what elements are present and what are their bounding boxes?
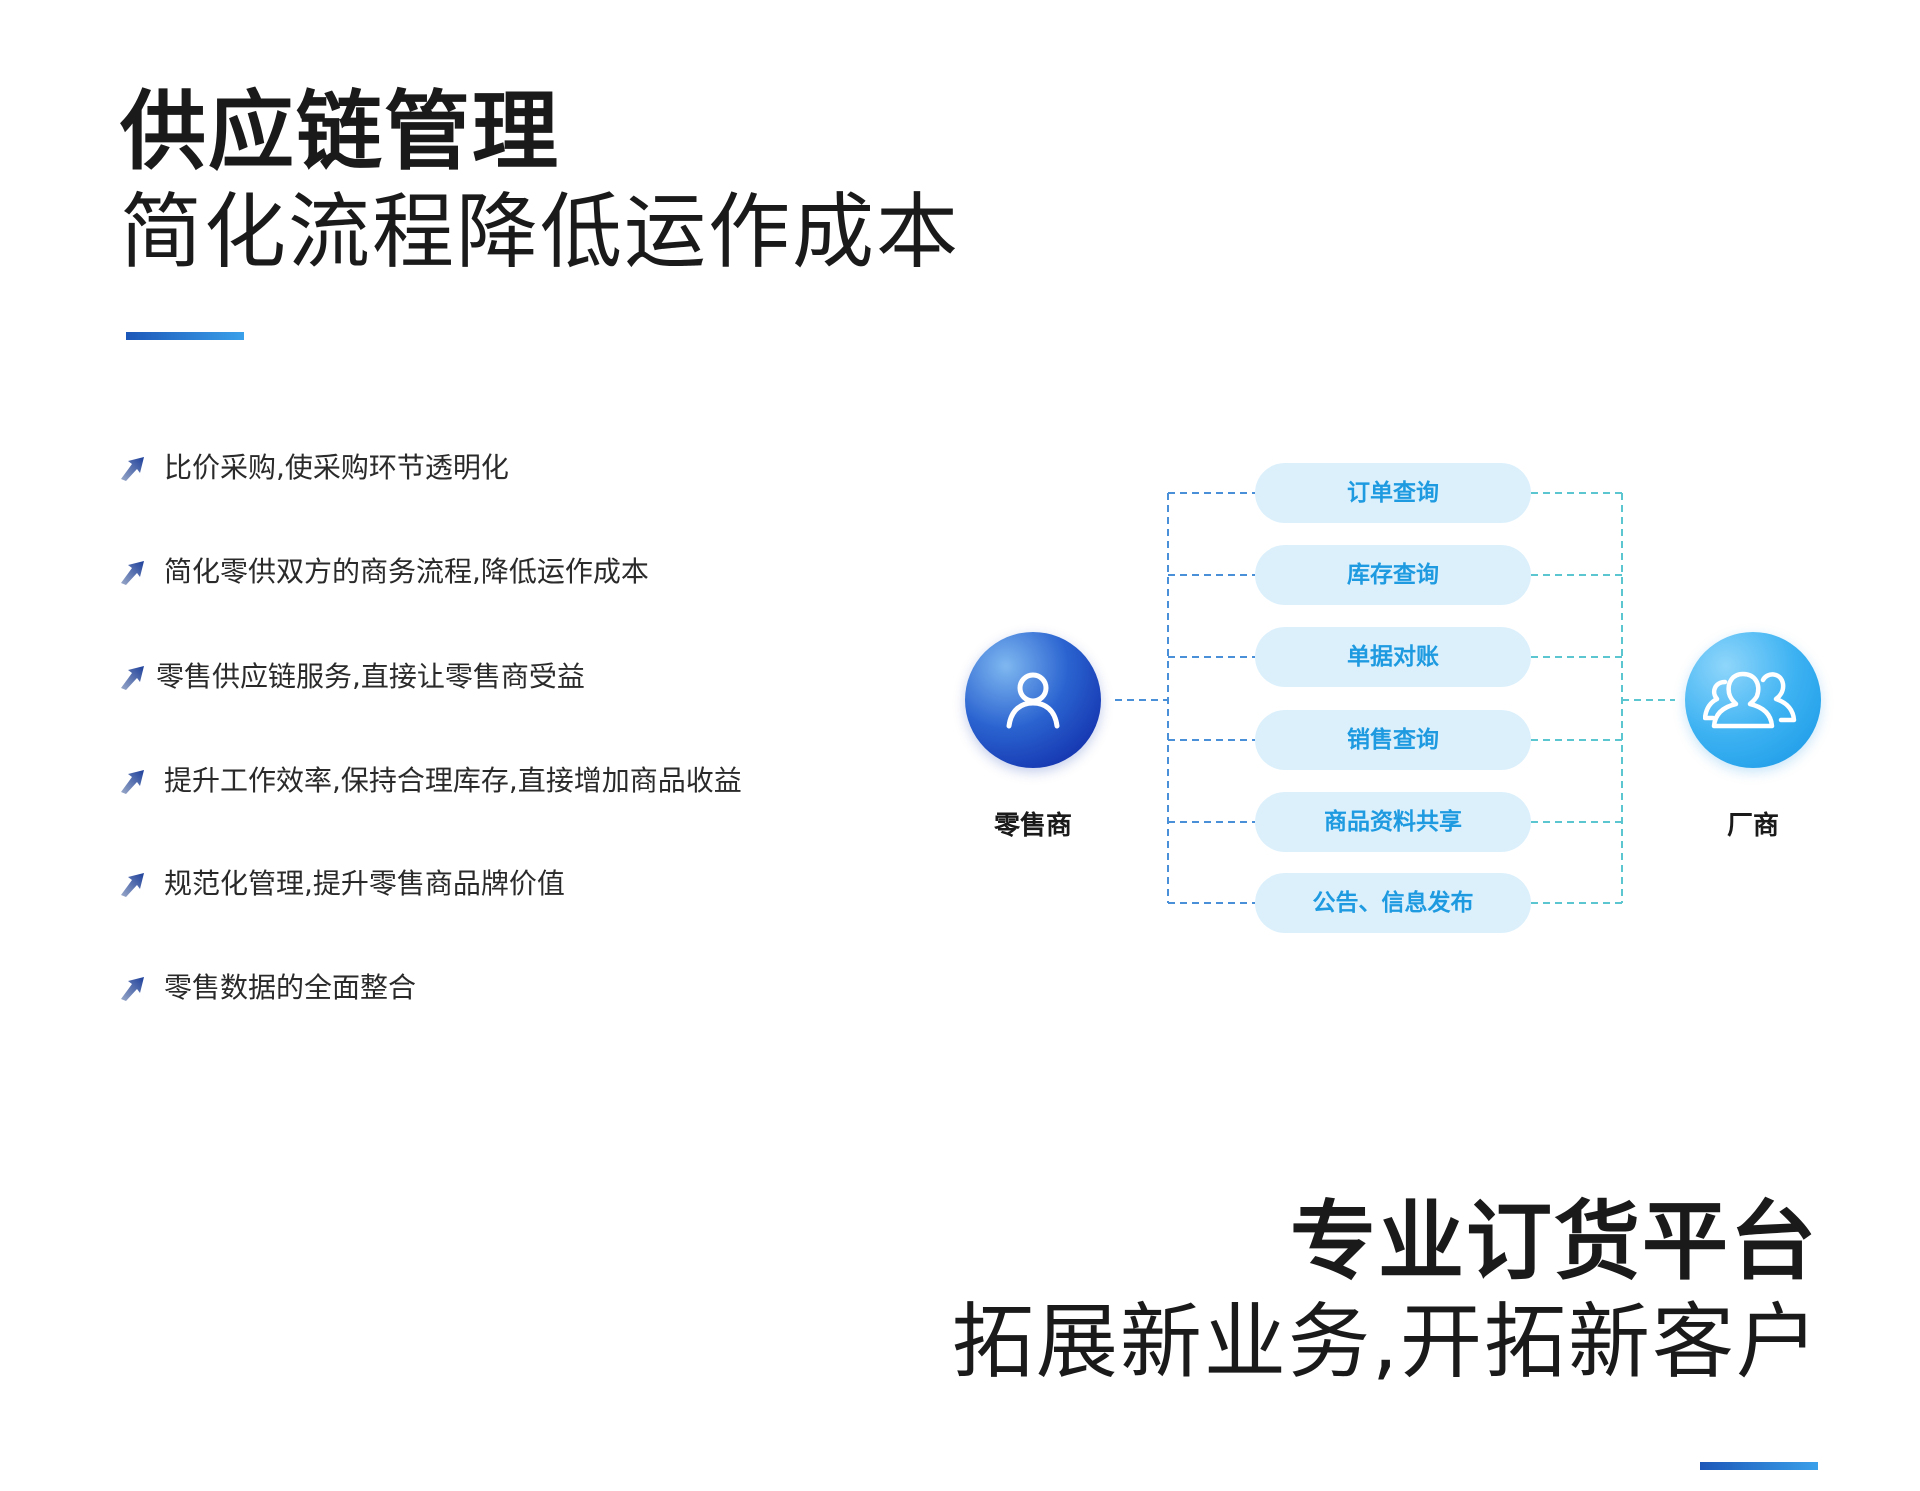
vendor-node bbox=[1685, 632, 1821, 768]
page-title: 供应链管理 bbox=[120, 82, 560, 182]
pill-sales-query: 销售查询 bbox=[1255, 710, 1531, 770]
pill-announcement: 公告、信息发布 bbox=[1255, 873, 1531, 933]
feature-text: 规范化管理,提升零售商品牌价值 bbox=[164, 867, 565, 900]
vendor-label: 厂商 bbox=[1726, 811, 1779, 841]
retailer-node bbox=[965, 632, 1101, 768]
pill-product-sharing: 商品资料共享 bbox=[1255, 792, 1531, 852]
feature-item: 零售供应链服务,直接让零售商受益 bbox=[118, 657, 585, 697]
arrow-up-right-icon bbox=[121, 873, 144, 897]
feature-text: 零售数据的全面整合 bbox=[164, 971, 417, 1004]
feature-item: 简化零供双方的商务流程,降低运作成本 bbox=[118, 552, 649, 592]
section2-subtitle: 拓展新业务,开拓新客户 bbox=[951, 1295, 1820, 1390]
supply-chain-diagram: 零售商 订单查询 库存查询 单据对账 销售查询 商品资料共享 公告、信息发布 厂… bbox=[955, 455, 1835, 945]
feature-item: 提升工作效率,保持合理库存,直接增加商品收益 bbox=[118, 761, 742, 801]
feature-item: 比价采购,使采购环节透明化 bbox=[118, 448, 509, 488]
pill-inventory-query: 库存查询 bbox=[1255, 545, 1531, 605]
feature-text: 零售供应链服务,直接让零售商受益 bbox=[156, 660, 585, 693]
feature-item: 规范化管理,提升零售商品牌价值 bbox=[118, 864, 565, 904]
arrow-up-right-icon bbox=[121, 977, 144, 1001]
feature-item: 零售数据的全面整合 bbox=[118, 968, 416, 1008]
arrow-up-right-icon bbox=[121, 457, 144, 481]
page-subtitle: 简化流程降低运作成本 bbox=[120, 185, 961, 280]
arrow-up-right-icon bbox=[121, 770, 144, 794]
feature-text: 简化零供双方的商务流程,降低运作成本 bbox=[164, 555, 649, 588]
feature-text: 提升工作效率,保持合理库存,直接增加商品收益 bbox=[164, 764, 742, 797]
retailer-label: 零售商 bbox=[993, 811, 1072, 841]
arrow-up-right-icon bbox=[121, 666, 144, 690]
user-icon bbox=[1006, 672, 1060, 729]
left-connectors bbox=[1115, 492, 1255, 904]
section2-accent-bar bbox=[1700, 1462, 1818, 1470]
pill-order-query: 订单查询 bbox=[1255, 463, 1531, 523]
connector-lines bbox=[1115, 492, 1675, 904]
pill-reconciliation: 单据对账 bbox=[1255, 627, 1531, 687]
title-accent-bar bbox=[126, 332, 244, 340]
arrow-up-right-icon bbox=[121, 561, 144, 585]
users-icon bbox=[1703, 671, 1797, 729]
section2-title: 专业订货平台 bbox=[1290, 1192, 1818, 1292]
right-connectors bbox=[1531, 492, 1675, 904]
feature-text: 比价采购,使采购环节透明化 bbox=[164, 451, 509, 484]
